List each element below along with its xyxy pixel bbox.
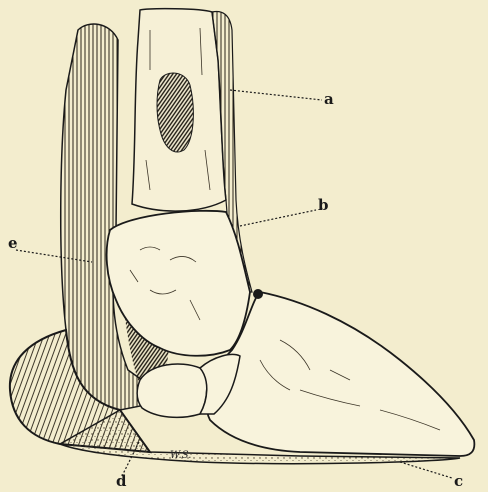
- small-tarsal-bone: [137, 364, 207, 417]
- label-b: b: [318, 198, 329, 213]
- label-c: c: [454, 474, 463, 489]
- label-a: a: [324, 92, 334, 107]
- leader-a: [230, 90, 322, 100]
- leader-b: [240, 210, 316, 226]
- leader-c: [400, 462, 452, 478]
- label-e: e: [8, 236, 18, 251]
- foot-bone: [206, 292, 474, 456]
- label-d: d: [116, 474, 127, 489]
- joint-dot: [253, 289, 263, 299]
- engraver-signature: W.S.: [170, 450, 191, 461]
